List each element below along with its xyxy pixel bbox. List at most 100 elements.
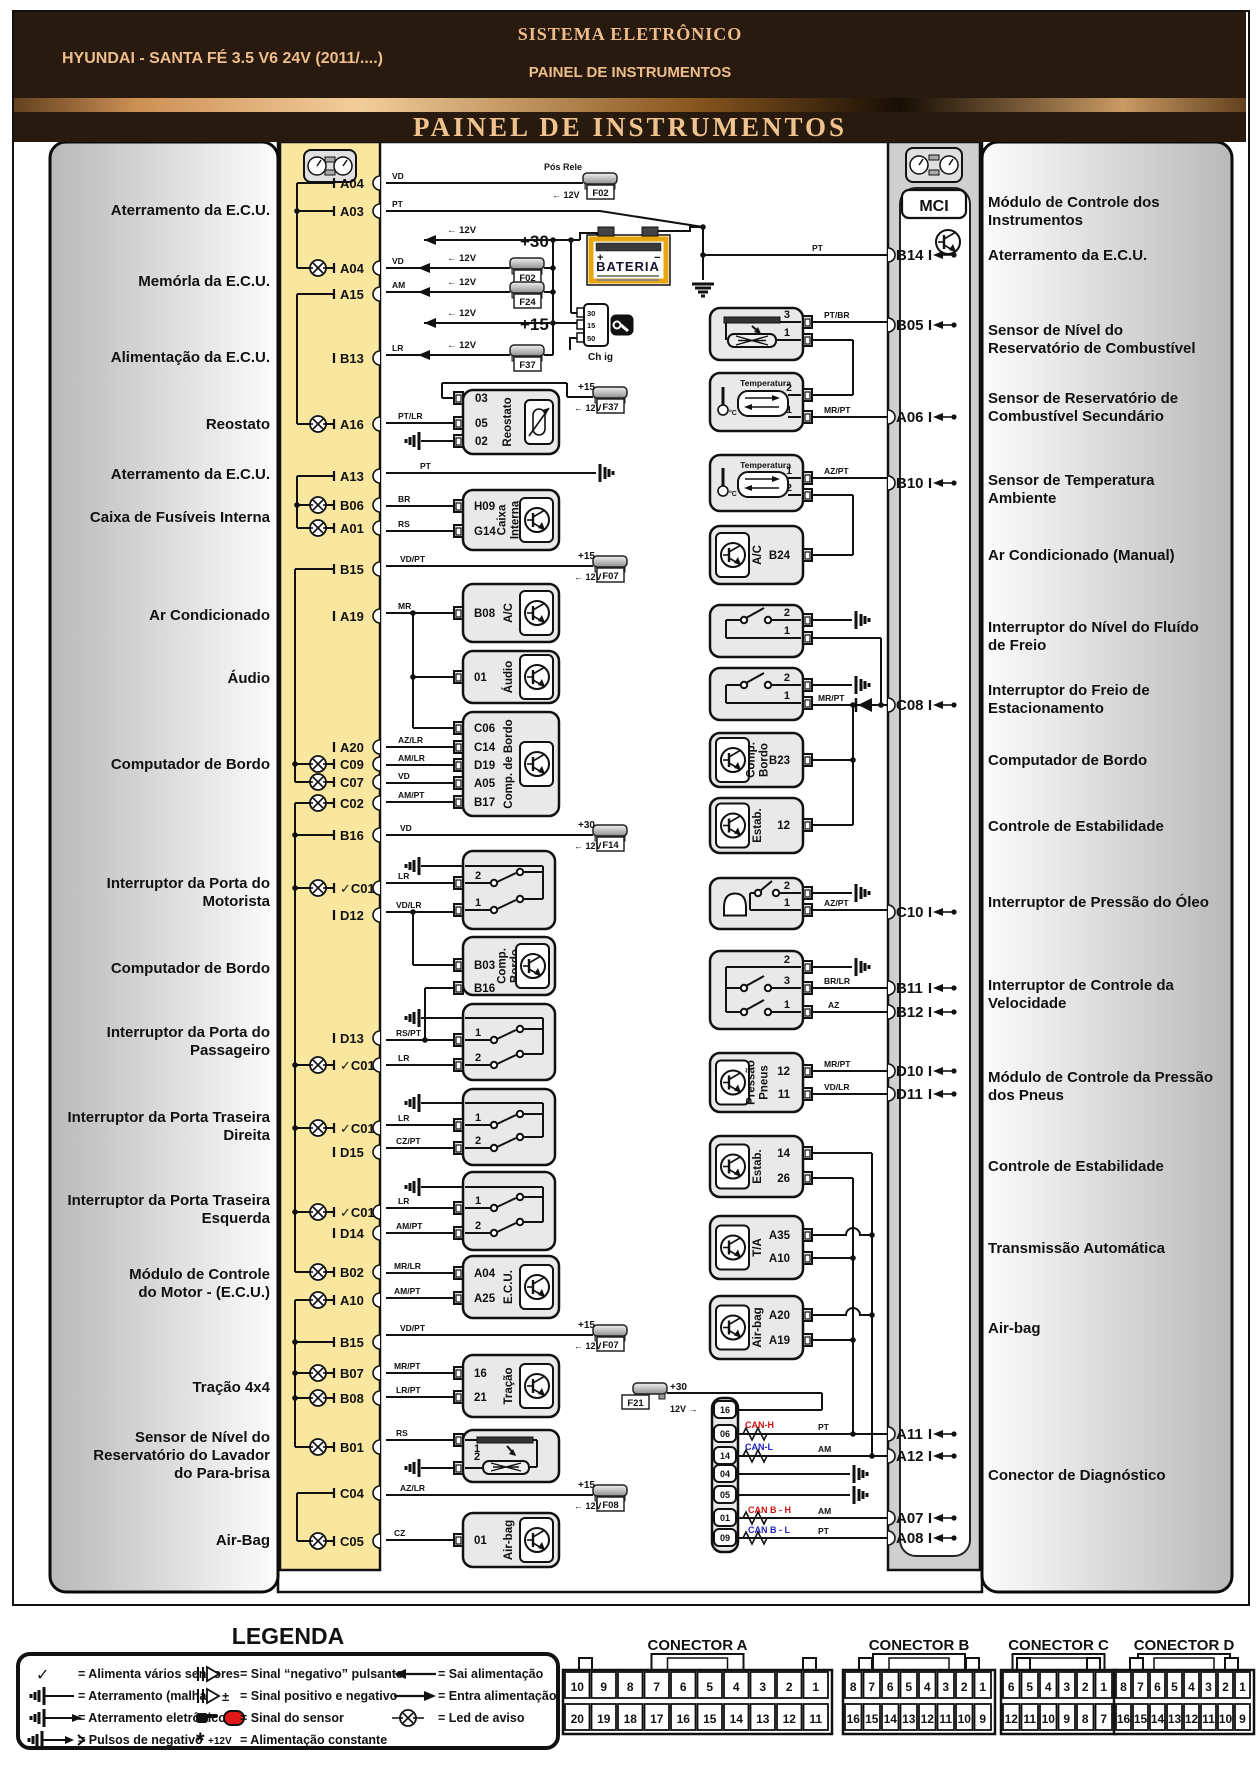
pin-B12: B12 <box>896 1004 924 1021</box>
notch <box>887 1530 896 1546</box>
notch <box>372 1120 381 1136</box>
connector-pin <box>918 1703 937 1731</box>
box <box>324 169 336 176</box>
text-label: 1 <box>1239 1680 1246 1694</box>
pin-05 <box>713 1485 737 1504</box>
box <box>595 242 662 252</box>
panel-label: Air-bag <box>988 1320 1041 1337</box>
connector-pin <box>1057 1703 1076 1731</box>
pin-C01: ✓C01 <box>340 1121 375 1136</box>
text-label: 18 <box>624 1712 638 1726</box>
box <box>804 889 811 898</box>
block-label: A/C <box>503 603 515 623</box>
box <box>455 1294 462 1303</box>
pin-12: 12 <box>777 1066 790 1078</box>
connector-pin <box>973 1671 992 1699</box>
shape: Interruptor do Nível do Fluído <box>988 619 1199 636</box>
contact <box>763 615 773 625</box>
fuse-F24 <box>509 281 545 294</box>
notch <box>887 409 896 425</box>
text-label: 16 <box>677 1712 691 1726</box>
shape: Instrumentos <box>988 212 1083 229</box>
text-label: 15 <box>703 1712 717 1726</box>
box <box>1086 1657 1101 1671</box>
shape: dos Pneus <box>988 1087 1064 1104</box>
box <box>804 1067 811 1076</box>
text-label: 13 <box>1168 1712 1182 1726</box>
arrowhead <box>933 321 943 329</box>
panel-label: Ar Condicionado <box>149 607 270 624</box>
notch <box>372 286 381 302</box>
wire-color-label: AZ/PT <box>824 898 849 908</box>
arrowhead <box>933 1534 943 1542</box>
wire-color-label: VD/LR <box>824 1082 850 1092</box>
shape: Ambiente <box>988 490 1056 507</box>
text-label: 6 <box>680 1680 687 1694</box>
box <box>455 394 462 403</box>
text-label: 5 <box>706 1680 713 1694</box>
connector-pin <box>1057 1671 1076 1699</box>
wire <box>532 1276 546 1285</box>
panel-label: Ar Condicionado (Manual) <box>988 547 1175 564</box>
text-label: +30 <box>578 820 595 831</box>
panel-label: Interruptor de Pressão do Óleo <box>988 893 1209 911</box>
text-label: CAN B - L <box>748 1525 790 1535</box>
text-label: 20 <box>571 1712 585 1726</box>
wire <box>496 1197 517 1208</box>
mci-box <box>900 188 968 220</box>
text-label: +15 <box>520 315 549 334</box>
notch <box>887 1063 896 1079</box>
box <box>455 798 462 807</box>
pin-end-dot <box>951 1091 957 1097</box>
pin-B08: B08 <box>340 1391 364 1406</box>
arrowhead <box>933 1067 943 1075</box>
wire <box>532 509 546 518</box>
junction-dot <box>850 702 856 708</box>
panel-label: Computador de Bordo <box>111 756 270 773</box>
block-swl <box>461 1002 557 1082</box>
box <box>578 1657 593 1671</box>
arrowhead <box>744 404 752 410</box>
wire-color-label: AM/PT <box>394 1286 421 1296</box>
arrowhead <box>542 408 549 415</box>
text-label: ← 12V <box>552 190 580 200</box>
text-label: +15 <box>578 1480 595 1491</box>
pin-12: 12 <box>777 820 790 832</box>
junction-dot <box>850 1431 856 1437</box>
pin-A25: A25 <box>474 1293 496 1305</box>
connector-pin <box>936 1703 955 1731</box>
box <box>928 154 940 161</box>
box <box>455 1536 462 1545</box>
shape: Ar Condicionado (Manual) <box>988 547 1175 564</box>
text-label: +30 <box>670 1382 687 1393</box>
connector-pin <box>899 1671 918 1699</box>
power-arrow <box>424 235 436 245</box>
pin-16 <box>713 1400 737 1419</box>
notch <box>372 1264 381 1280</box>
shape: Memórla da E.C.U. <box>138 273 270 290</box>
pin-B11: B11 <box>896 980 923 997</box>
pin-2: 2 <box>784 954 790 966</box>
pin-B05: B05 <box>896 317 924 334</box>
notch <box>372 907 381 923</box>
text-label: 9 <box>979 1712 986 1726</box>
wire <box>312 1122 324 1134</box>
box <box>455 724 462 733</box>
pin-G14: G14 <box>474 526 496 538</box>
connector-pin <box>862 1703 881 1731</box>
pin-B16: B16 <box>340 828 364 843</box>
pin-D19: D19 <box>474 760 495 772</box>
text-label: 5 <box>1171 1680 1178 1694</box>
pin-2: 2 <box>475 1220 481 1232</box>
box <box>455 984 462 993</box>
connector-pin <box>590 1703 617 1731</box>
pin-2: 2 <box>784 607 790 619</box>
pin-2: 2 <box>784 672 790 684</box>
box <box>804 756 811 765</box>
notch <box>372 1485 381 1501</box>
pin-1: 1 <box>784 690 790 702</box>
box <box>804 318 811 327</box>
